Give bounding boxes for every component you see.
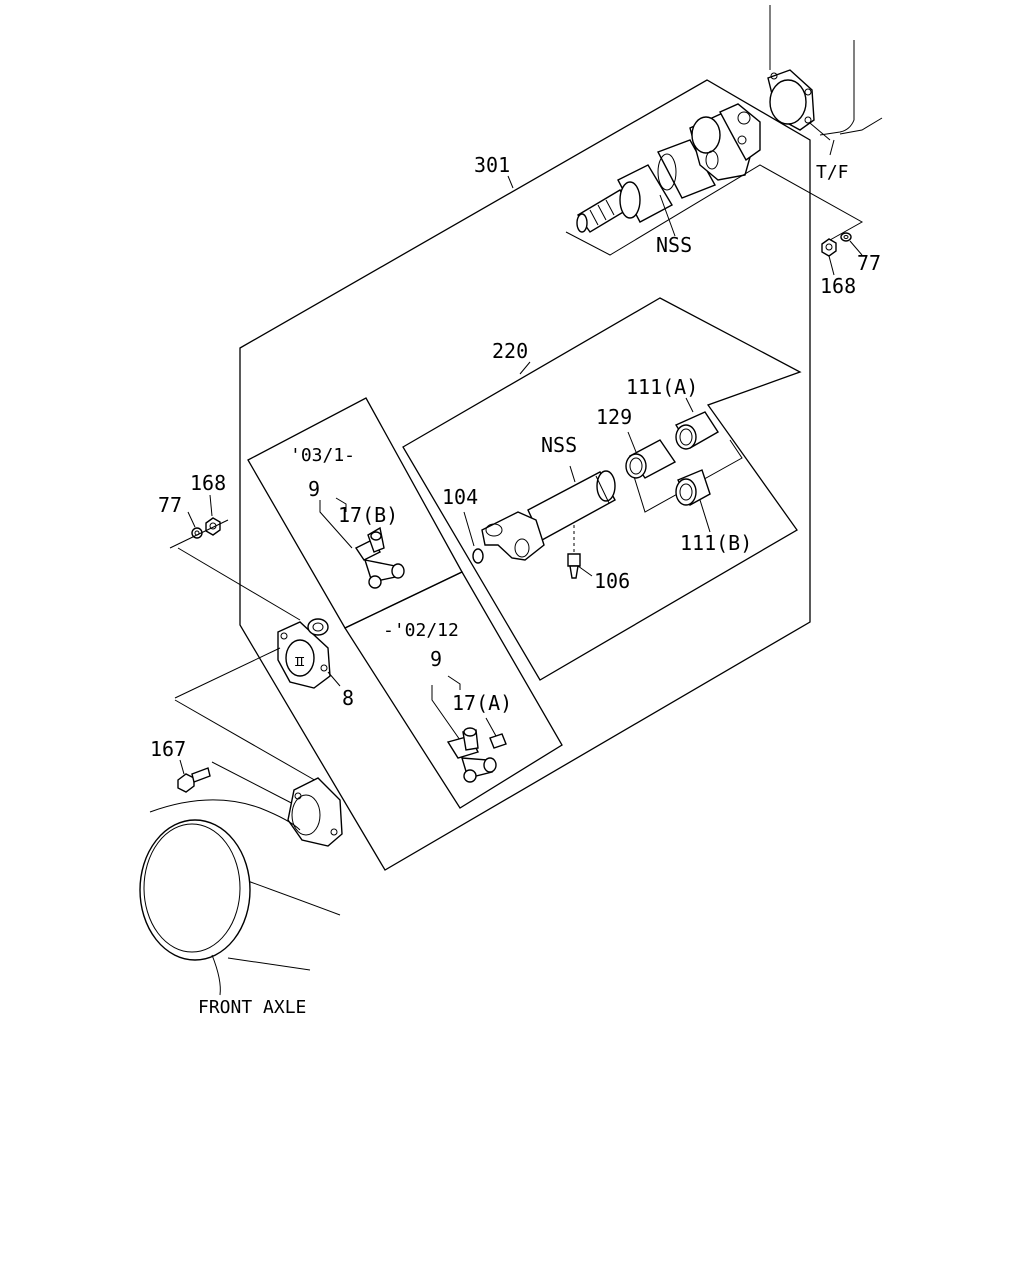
- label-tf: T/F: [816, 162, 849, 183]
- boot-111b: [675, 469, 711, 506]
- label-301: 301: [474, 153, 510, 177]
- label-129: 129: [596, 405, 632, 429]
- transfer-case-flange: [767, 69, 815, 131]
- nut-168-left: [205, 517, 221, 536]
- grease-fitting-106: [567, 525, 593, 579]
- washer-77-right: [840, 232, 852, 242]
- label-220: 220: [492, 339, 528, 363]
- label-8: 8: [342, 686, 354, 710]
- slip-yoke-assembly: [576, 103, 761, 233]
- label-9-b: 9: [308, 477, 320, 501]
- bolt-167: [177, 767, 211, 793]
- label-9-a: 9: [430, 647, 442, 671]
- label-date-03: '03/1-: [290, 445, 355, 466]
- label-104: 104: [442, 485, 478, 509]
- svg-text:I: I: [294, 655, 301, 669]
- label-111b: 111(B): [680, 531, 752, 555]
- ring-129: [625, 439, 677, 479]
- label-168-right: 168: [820, 274, 856, 298]
- label-111a: 111(A): [626, 375, 698, 399]
- assembly-301-outline: [239, 79, 811, 871]
- universal-joint-17a: [446, 717, 507, 783]
- label-17b: 17(B): [338, 503, 398, 527]
- boot-111a: [674, 411, 719, 450]
- label-nss-top: NSS: [656, 233, 692, 257]
- callout-labels: 301 NSS T/F 77 168 220 111(A) 129 NSS 10…: [150, 153, 881, 1018]
- label-front-axle: FRONT AXLE: [198, 997, 306, 1018]
- label-nss-mid: NSS: [541, 433, 577, 457]
- label-167: 167: [150, 737, 186, 761]
- flange-8: I I: [277, 618, 331, 689]
- assembly-220-outline: [402, 297, 802, 681]
- universal-joint-17b: [354, 526, 405, 589]
- label-17a: 17(A): [452, 691, 512, 715]
- nut-168-right: [821, 238, 837, 257]
- variant-box-02: [344, 571, 563, 809]
- label-168-left: 168: [190, 471, 226, 495]
- front-axle-flange: [287, 777, 343, 847]
- transfer-case-outline: [767, 5, 883, 156]
- label-77-left: 77: [158, 493, 182, 517]
- propeller-shaft-tube: [481, 470, 616, 561]
- svg-text:I: I: [298, 655, 305, 669]
- label-106: 106: [594, 569, 630, 593]
- label-77-right: 77: [857, 251, 881, 275]
- ring-104: [472, 548, 484, 564]
- front-axle-housing: [139, 799, 341, 996]
- label-date-02: -'02/12: [383, 620, 459, 641]
